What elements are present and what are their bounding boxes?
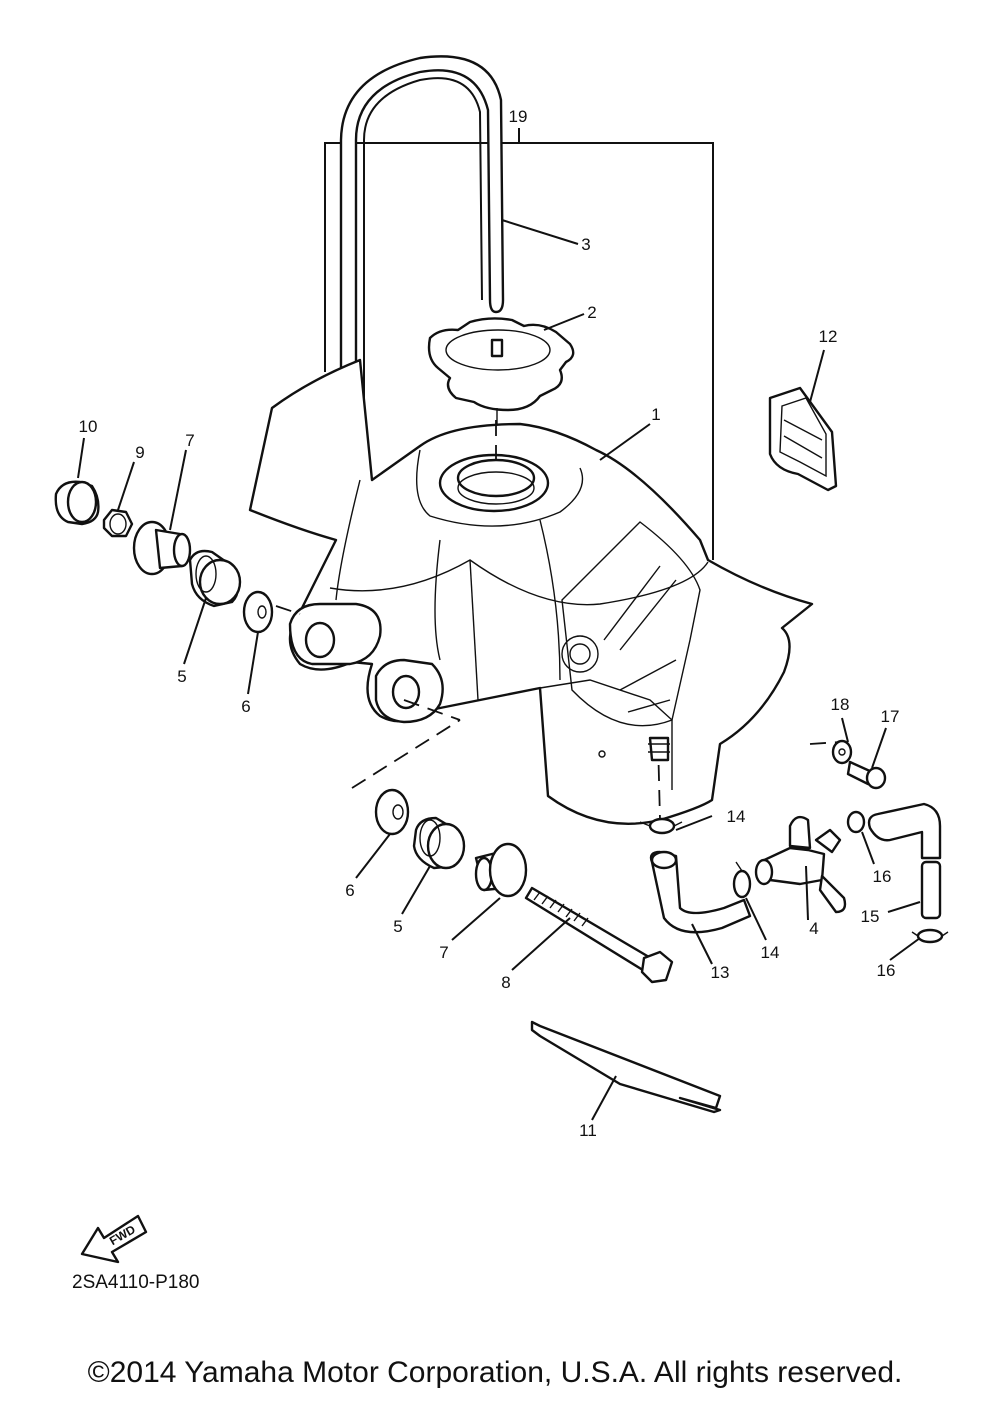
callout-18: 18 bbox=[831, 695, 850, 714]
callout-1: 1 bbox=[651, 405, 660, 424]
hose-clip-16-upper bbox=[846, 810, 866, 834]
fuel-tank bbox=[248, 358, 814, 825]
fuel-hose bbox=[649, 850, 752, 934]
callout-12: 12 bbox=[819, 327, 838, 346]
damper-upper bbox=[188, 549, 242, 608]
callout-6-lower: 6 bbox=[345, 881, 354, 900]
collar-lower bbox=[474, 842, 528, 898]
callout-16-upper: 16 bbox=[873, 867, 892, 886]
damper-sheet bbox=[768, 386, 838, 492]
nut bbox=[102, 508, 134, 538]
hose-clip-lower bbox=[732, 861, 752, 899]
copyright-notice: ©2014 Yamaha Motor Corporation, U.S.A. A… bbox=[88, 1356, 903, 1389]
callout-7-lower: 7 bbox=[439, 943, 448, 962]
callout-19: 19 bbox=[509, 107, 528, 126]
callout-10: 10 bbox=[79, 417, 98, 436]
callout-17: 17 bbox=[881, 707, 900, 726]
damper-lower bbox=[412, 816, 466, 870]
washer-upper bbox=[242, 590, 274, 634]
rubber-cap bbox=[54, 480, 100, 526]
breather-hose-15 bbox=[867, 802, 942, 920]
callout-5-upper: 5 bbox=[177, 667, 186, 686]
diagram-code: 2SA4110-P180 bbox=[72, 1272, 199, 1293]
callout-labels: 19 3 2 12 1 10 9 7 5 6 18 17 14 16 6 5 1… bbox=[79, 107, 900, 1140]
fuel-cock bbox=[754, 815, 847, 914]
callout-3: 3 bbox=[581, 235, 590, 254]
fuel-cap bbox=[427, 317, 575, 460]
callout-14-upper: 14 bbox=[727, 807, 746, 826]
hose-clip-16-lower bbox=[911, 928, 949, 944]
washer-18 bbox=[831, 739, 853, 765]
callout-7-upper: 7 bbox=[185, 431, 194, 450]
screw-17 bbox=[846, 760, 887, 790]
callout-13: 13 bbox=[711, 963, 730, 982]
callout-14-lower: 14 bbox=[761, 943, 780, 962]
callout-16-lower: 16 bbox=[877, 961, 896, 980]
hose-clip-upper bbox=[639, 817, 683, 835]
callout-8: 8 bbox=[501, 973, 510, 992]
callout-6-upper: 6 bbox=[241, 697, 250, 716]
bolt bbox=[524, 886, 674, 984]
callout-2: 2 bbox=[587, 303, 596, 322]
callout-5-lower: 5 bbox=[393, 917, 402, 936]
callout-15: 15 bbox=[861, 907, 880, 926]
callout-9: 9 bbox=[135, 443, 144, 462]
assembly-bracket-19 bbox=[324, 128, 714, 560]
collar-upper bbox=[132, 520, 192, 576]
tank-outlet-nipple bbox=[648, 736, 670, 762]
breather-hose bbox=[339, 55, 505, 409]
leader-lines bbox=[77, 219, 921, 1121]
fwd-arrow: FWD bbox=[80, 1214, 148, 1264]
callout-11: 11 bbox=[579, 1121, 597, 1140]
protector-strip bbox=[530, 1020, 722, 1114]
callout-4: 4 bbox=[809, 919, 818, 938]
washer-lower bbox=[374, 788, 410, 836]
